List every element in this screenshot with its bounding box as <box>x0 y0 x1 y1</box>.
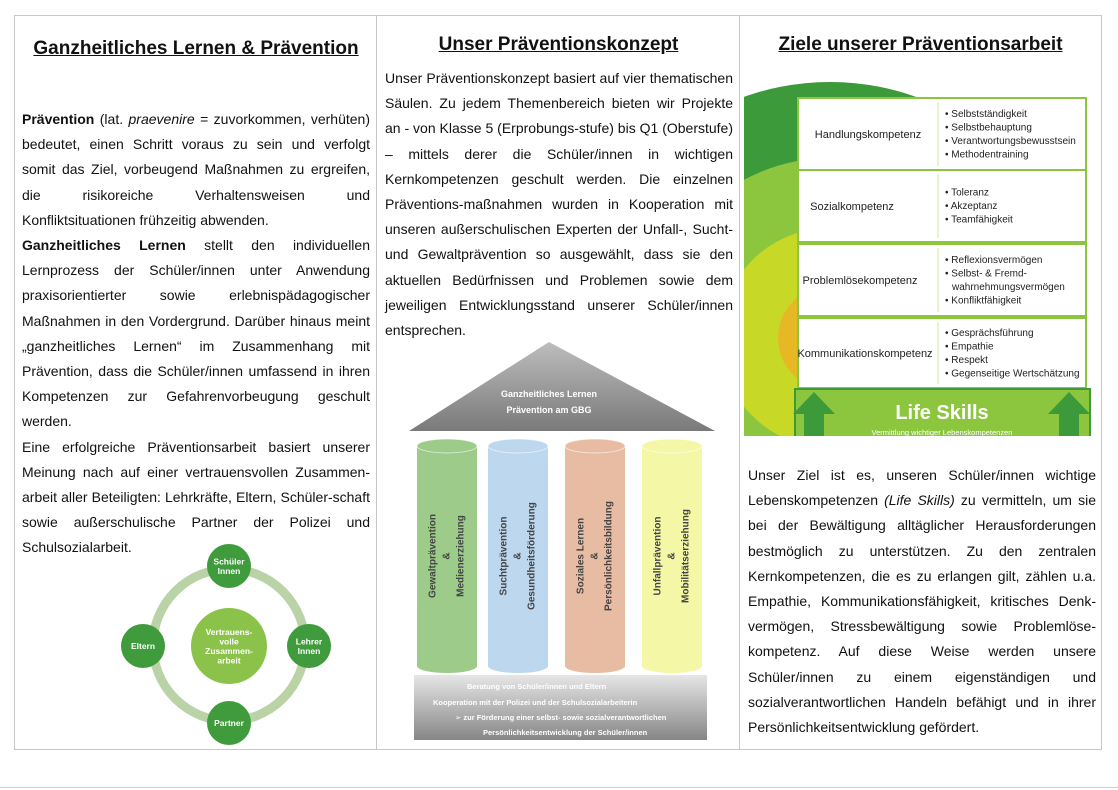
temple-roof <box>409 342 715 431</box>
column-middle: Unser Präventionskonzept Unser Präventio… <box>377 16 740 749</box>
title-left: Ganzheitliches Lernen & Prävention <box>33 38 359 59</box>
cycle-center-label: Vertrauens- <box>206 627 253 637</box>
roof-line-1: Ganzheitliches Lernen <box>501 389 597 399</box>
base-line: ➢ zur Förderung einer selbst- sowie sozi… <box>455 713 667 722</box>
skill-item: • Selbstbehauptung <box>945 122 1032 133</box>
cycle-center-label: volle <box>219 636 239 646</box>
cycle-top-label: Schüler <box>213 556 245 566</box>
pillar: Unfallprävention&Mobilitätserziehung <box>641 438 703 673</box>
skill-row: Handlungskompetenz • Selbstständigkeit • S… <box>797 97 1087 171</box>
latin-word: praevenire <box>128 111 195 127</box>
pillar-label: Medienerziehung <box>456 515 467 597</box>
skill-row: Kommunikationskompetenz • Gesprächsführun… <box>797 317 1087 389</box>
pillar-label: Gewaltprävention <box>428 514 439 598</box>
life-skills-banner <box>795 389 1090 436</box>
paragraph-3: Eine erfolgreiche Präventionsarbeit basi… <box>22 438 370 556</box>
cycle-node-bottom <box>207 701 251 745</box>
life-skills-diagram: Handlungskompetenz • Selbstständigkeit • S… <box>744 82 1091 436</box>
text-left: Prävention (lat. praevenire = zuvorkomme… <box>22 111 371 556</box>
skill-item: • Teamfähigkeit <box>945 215 1013 226</box>
skill-item: • Selbst- & Fremd- <box>945 268 1027 279</box>
base-line: Persönlichkeitsentwicklung der Schüler/i… <box>483 728 648 737</box>
banner-subtitle: Vermittlung wichtiger Lebenskompetenzen <box>872 428 1013 436</box>
cycle-node-right <box>287 624 331 668</box>
life-skills-italic: (Life Skills) <box>884 492 955 509</box>
pillar-label: & <box>442 552 453 559</box>
skill-row: Problemlösekompetenz • Reflexionsvermögen… <box>797 243 1087 317</box>
page-bottom-line <box>0 787 1118 788</box>
title-right: Ziele unserer Präventionsarbeit <box>778 34 1063 55</box>
pillar-label: Mobilitätserziehung <box>681 509 692 603</box>
skill-row: Sozialkompetenz • Toleranz • Akzeptanz • Te… <box>797 169 1087 243</box>
temple-base <box>414 675 707 740</box>
cycle-center <box>191 608 267 684</box>
pillar-label: Unfallprävention <box>653 517 664 596</box>
cycle-bottom-label: Partner <box>214 718 244 728</box>
cycle-center-label: Zusammen- <box>205 646 253 656</box>
banner-title: Life Skills <box>895 402 988 424</box>
skill-item: • Toleranz <box>945 188 989 199</box>
skill-item: • Akzeptanz <box>945 201 997 212</box>
pillar-label: Persönlichkeitsbildung <box>604 501 615 611</box>
pillar-label: & <box>513 552 524 559</box>
pillar-label: & <box>590 552 601 559</box>
flyer-sheet: Ganzheitliches Lernen & Prävention Präve… <box>14 15 1102 750</box>
text-middle: Unser Präventionskonzept basiert auf vie… <box>385 70 733 339</box>
cycle-diagram: Vertrauens-volleZusammen-arbeitSchülerIn… <box>121 544 331 745</box>
text-right: Unser Ziel ist es, unseren Schüler/innen… <box>748 467 1096 736</box>
skill-item: • Verantwortungsbewusstsein <box>945 136 1076 147</box>
cycle-node-top <box>207 544 251 588</box>
skill-item: • Methodentraining <box>945 149 1029 160</box>
temple-diagram: Ganzheitliches Lernen Prävention am GBG … <box>409 342 715 740</box>
skill-item: • Respekt <box>945 355 988 366</box>
skill-item: • Reflexionsvermögen <box>945 255 1042 266</box>
skill-item: • Gegenseitige Wertschätzung <box>945 368 1080 379</box>
pillar-label: & <box>667 552 678 559</box>
column-left: Ganzheitliches Lernen & Prävention Präve… <box>15 16 377 749</box>
cycle-left-label: Eltern <box>131 641 155 651</box>
arrow-up-right-icon <box>1048 392 1090 436</box>
term-praevention: Prävention <box>22 111 95 127</box>
cycle-right-label: Lehrer <box>296 636 323 646</box>
arrow-up-left-icon <box>793 392 835 436</box>
pillar-label: Gesundheitsförderung <box>527 502 538 610</box>
skill-row-name: Problemlösekompetenz <box>803 275 918 287</box>
title-middle: Unser Präventionskonzept <box>438 34 679 55</box>
term-lernen: Ganzheitliches Lernen <box>22 237 186 254</box>
cycle-center-label: arbeit <box>217 655 240 665</box>
skill-item: • Selbstständigkeit <box>945 109 1027 120</box>
pillar: Gewaltprävention&Medienerziehung <box>416 438 478 673</box>
cycle-top-label: Innen <box>218 566 241 576</box>
base-line: Kooperation mit der Polizei und der Schu… <box>433 698 638 707</box>
base-line: Beratung von Schüler/innen und Eltern <box>467 682 607 691</box>
skill-row-name: Handlungskompetenz <box>815 129 921 141</box>
pillar: Soziales Lernen&Persönlichkeitsbildung <box>564 438 626 673</box>
skill-row-name: Sozialkompetenz <box>810 201 894 213</box>
pillar-label: Suchtprävention <box>499 517 510 596</box>
skill-item: • Empathie <box>945 341 994 352</box>
skill-item: wahrnehmungsvermögen <box>951 282 1065 293</box>
roof-line-2: Prävention am GBG <box>506 405 591 415</box>
pillar-label: Soziales Lernen <box>576 518 587 594</box>
column-right: Ziele unserer Präventionsarbeit Handlung… <box>740 16 1101 749</box>
cycle-right-label: Innen <box>298 646 321 656</box>
pillar: Suchtprävention&Gesundheitsförderung <box>487 438 549 673</box>
skill-row-name: Kommunikationskompetenz <box>797 348 932 360</box>
cycle-node-left <box>121 624 165 668</box>
skill-item: • Gesprächsführung <box>945 328 1034 339</box>
skill-item: • Konfliktfähigkeit <box>945 295 1022 306</box>
